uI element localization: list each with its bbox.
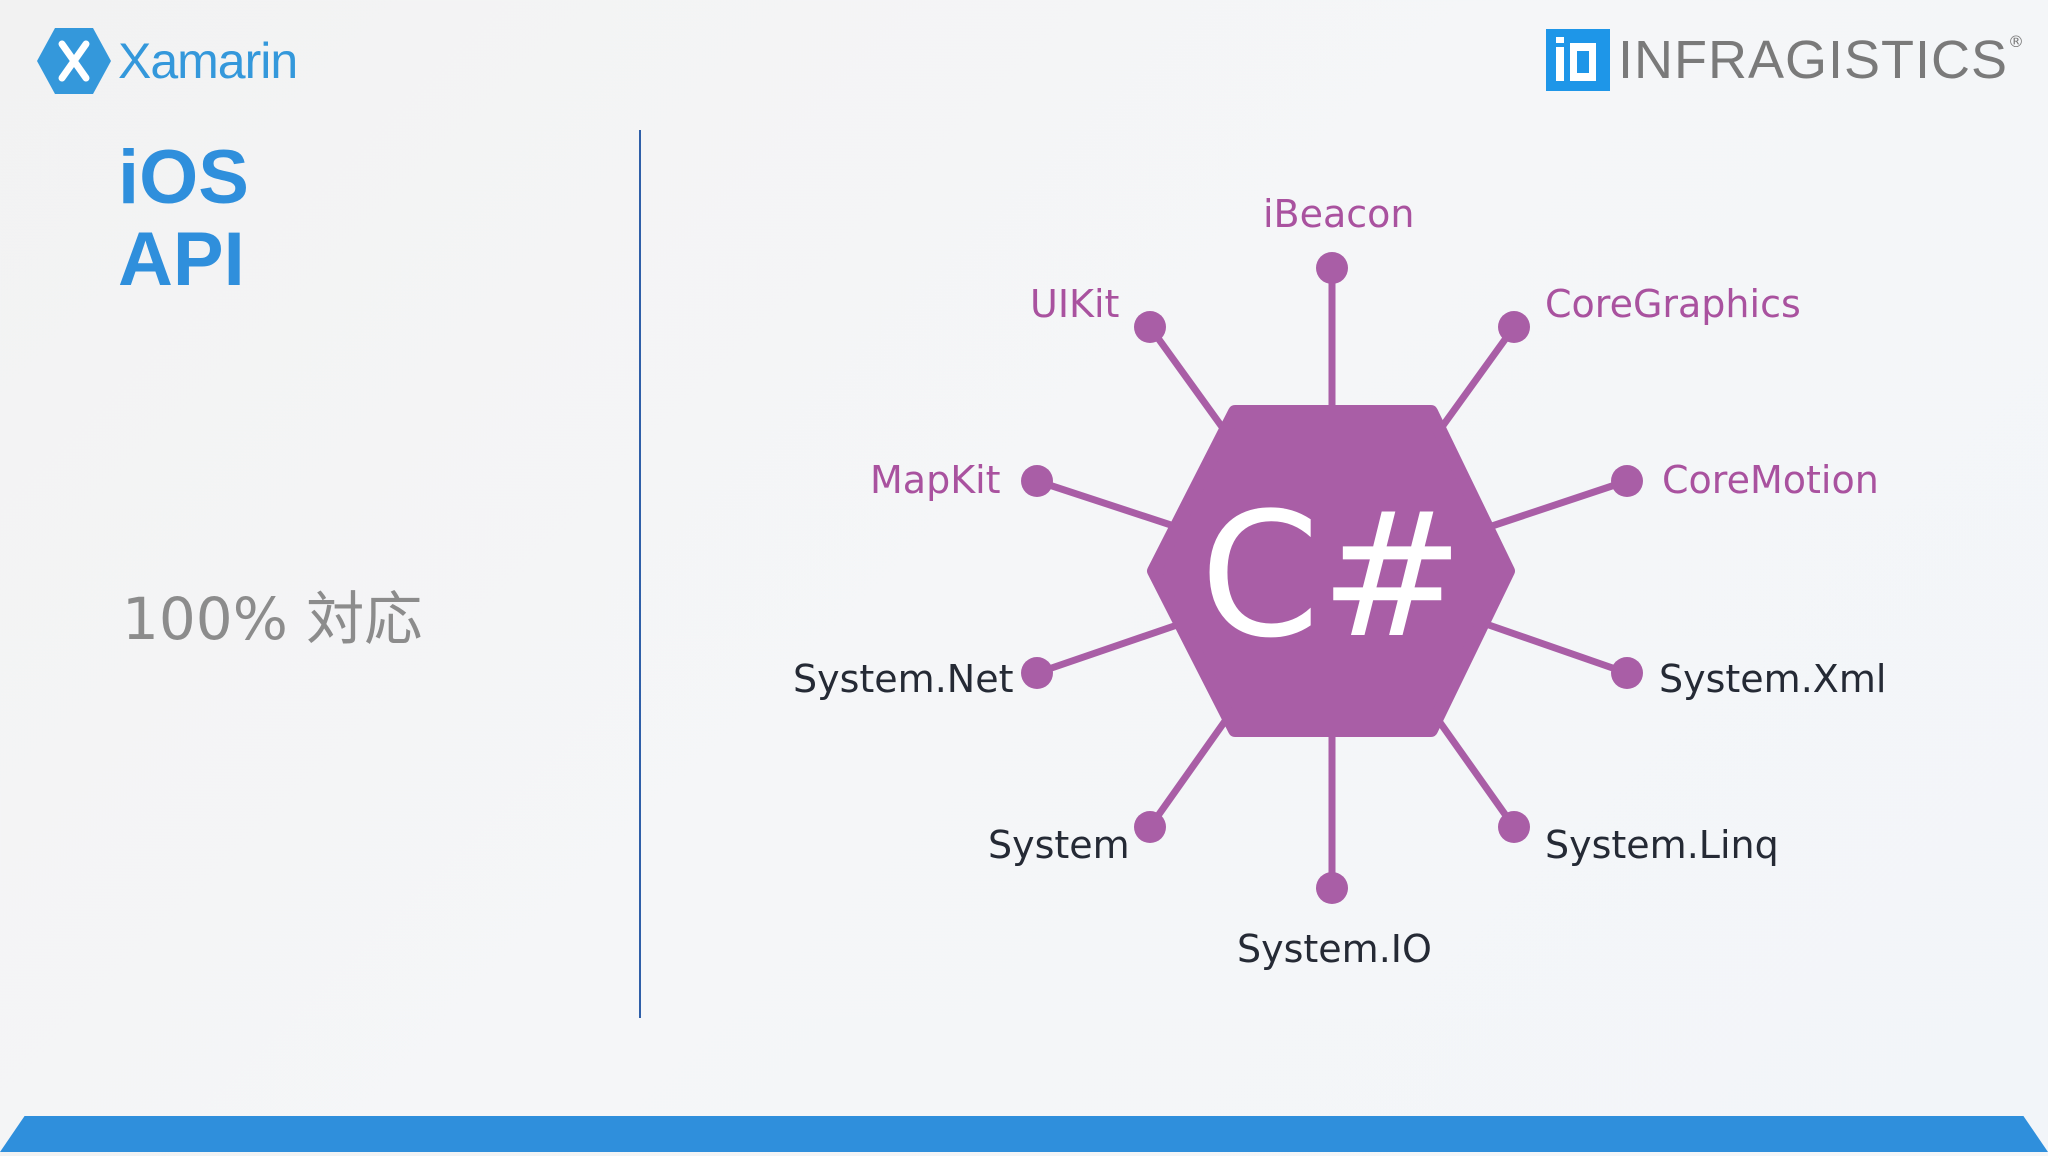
spoke-system-net: [1035, 620, 1182, 677]
node-label-ibeacon: iBeacon: [1263, 192, 1415, 236]
center-label: C#: [1200, 475, 1464, 676]
node-label-coregraphics: CoreGraphics: [1545, 282, 1801, 326]
vertical-divider: [639, 130, 641, 1018]
node-label-uikit: UIKit: [1030, 282, 1120, 326]
title-line-api: API: [118, 217, 245, 302]
center-hexagon: [1147, 405, 1515, 737]
spoke-uikit: [1147, 324, 1233, 441]
node-dot-system-linq: [1498, 811, 1530, 843]
spoke-mapkit: [1035, 477, 1182, 532]
node-dot-ibeacon: [1316, 252, 1348, 284]
node-label-system-io: System.IO: [1237, 927, 1432, 971]
node-dot-mapkit: [1021, 465, 1053, 497]
xamarin-logo: Xamarin: [36, 26, 298, 96]
node-dot-coregraphics: [1498, 311, 1530, 343]
node-dot-coremotion: [1611, 465, 1643, 497]
xamarin-hex-icon: [37, 28, 111, 94]
node-label-coremotion: CoreMotion: [1662, 458, 1879, 502]
node-dot-system-net: [1021, 657, 1053, 689]
spoke-coremotion: [1484, 477, 1629, 532]
footer-bar: [0, 1116, 2048, 1152]
spoke-system: [1147, 711, 1233, 830]
title-line-ios: iOS: [118, 135, 249, 220]
registered-mark: ®: [2008, 32, 2024, 51]
node-dot-system: [1134, 811, 1166, 843]
xamarin-wordmark: Xamarin: [118, 33, 298, 89]
infragistics-logo: INFRAGISTICS ®: [1545, 28, 2024, 92]
infragistics-mark-icon: [1545, 29, 1610, 91]
spoke-system-xml: [1484, 620, 1629, 677]
node-label-system-net: System.Net: [793, 657, 1014, 701]
spoke-coregraphics: [1431, 324, 1517, 441]
coverage-subtitle: 100% 対応: [122, 585, 423, 653]
node-dot-system-io: [1316, 872, 1348, 904]
node-label-system-xml: System.Xml: [1659, 657, 1887, 701]
node-dot-uikit: [1134, 311, 1166, 343]
infragistics-wordmark: INFRAGISTICS: [1617, 30, 2008, 90]
spoke-system-linq: [1431, 711, 1517, 830]
node-label-system: System: [988, 823, 1130, 867]
node-dot-system-xml: [1611, 657, 1643, 689]
node-label-mapkit: MapKit: [870, 458, 1001, 502]
node-label-system-linq: System.Linq: [1545, 823, 1779, 867]
